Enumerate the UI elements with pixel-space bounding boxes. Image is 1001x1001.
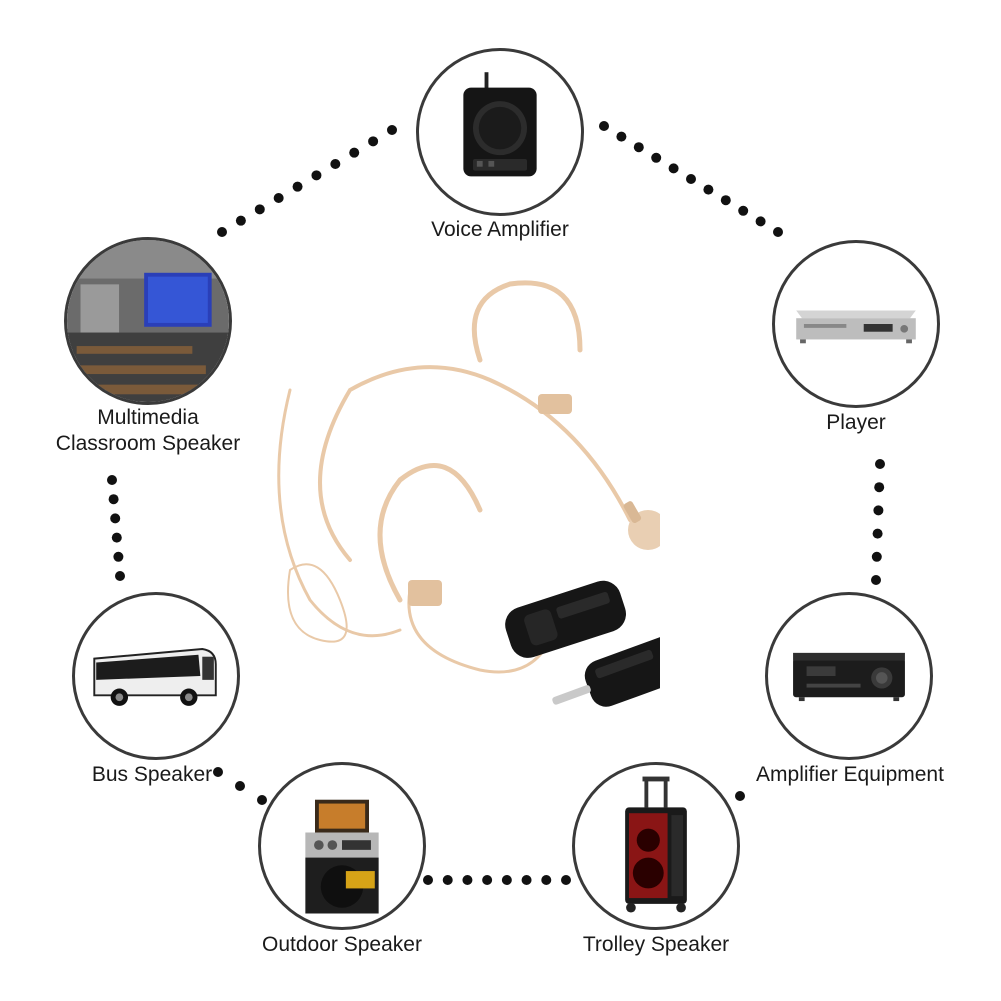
av-receiver-icon — [793, 652, 905, 702]
bus-icon — [93, 648, 217, 706]
connector-dot — [871, 551, 882, 562]
connector-dot — [387, 125, 397, 135]
voice-amplifier-icon — [463, 72, 537, 177]
connector-dot — [113, 551, 124, 562]
connector-dot — [254, 204, 265, 215]
multimedia-classroom-node — [64, 237, 232, 405]
connector-dot — [330, 159, 341, 169]
connector-dot — [703, 184, 714, 195]
amplifier-equipment-label: Amplifier Equipment — [756, 763, 944, 786]
connector-dot — [541, 875, 552, 885]
player-label: Player — [826, 411, 886, 434]
wireless-headset-microphone-icon — [277, 280, 660, 707]
connector-dot — [872, 528, 883, 539]
connector-dot — [599, 121, 609, 131]
connector-dot — [633, 142, 644, 153]
connector-dot — [501, 875, 512, 885]
multimedia-classroom-label-line2: Classroom Speaker — [55, 432, 241, 455]
connector-dot — [423, 875, 433, 885]
connector-dot — [668, 163, 679, 174]
connector-dot — [108, 494, 119, 505]
trolley-speaker-icon — [625, 776, 687, 913]
outdoor-speaker-node — [258, 762, 426, 930]
connector-dot — [482, 875, 493, 885]
connector-dot — [111, 532, 122, 543]
player-node — [772, 240, 940, 408]
voice-amplifier-node — [416, 48, 584, 216]
connector-dot — [873, 505, 884, 516]
connector-dot — [442, 875, 453, 885]
connector-dot — [755, 216, 766, 227]
connector-dot — [871, 575, 881, 585]
connector-dot — [235, 781, 245, 791]
connector-dot — [273, 193, 284, 203]
connector-dot — [773, 227, 783, 237]
connector-dot — [115, 571, 125, 581]
connector-dot — [107, 475, 117, 485]
amplifier-equipment-node — [765, 592, 933, 760]
connector-dot — [651, 152, 662, 163]
dvd-player-icon — [796, 310, 916, 344]
connector-dot — [292, 181, 303, 192]
connector-dot — [686, 174, 696, 184]
trolley-speaker-label: Trolley Speaker — [582, 933, 730, 956]
outdoor-speaker-label: Outdoor Speaker — [262, 933, 422, 956]
multimedia-classroom-label: Multimedia Classroom Speaker — [20, 405, 276, 457]
connector-dot — [875, 459, 885, 469]
connector-dot — [235, 215, 246, 226]
connector-dot — [521, 875, 532, 885]
connector-dot — [110, 513, 121, 524]
connector-dot — [368, 136, 379, 147]
connector-dot — [462, 875, 473, 885]
bus-speaker-label: Bus Speaker — [91, 763, 213, 786]
outdoor-speaker-icon — [305, 799, 379, 914]
bus-speaker-node — [72, 592, 240, 760]
classroom-icon — [67, 240, 229, 402]
trolley-speaker-node — [572, 762, 740, 930]
connector-dot — [561, 875, 571, 885]
voice-amplifier-label: Voice Amplifier — [431, 218, 569, 241]
connector-dot — [738, 205, 749, 216]
connector-dot — [217, 227, 227, 237]
multimedia-classroom-label-line1: Multimedia — [97, 406, 199, 429]
connector-dot — [874, 482, 885, 493]
connector-dot — [616, 131, 627, 142]
connector-dot — [720, 195, 731, 206]
connector-dot — [213, 767, 223, 777]
connector-dot — [257, 795, 267, 805]
connector-dot — [311, 170, 322, 181]
connector-dot — [349, 147, 360, 158]
connector-dot — [735, 791, 745, 801]
